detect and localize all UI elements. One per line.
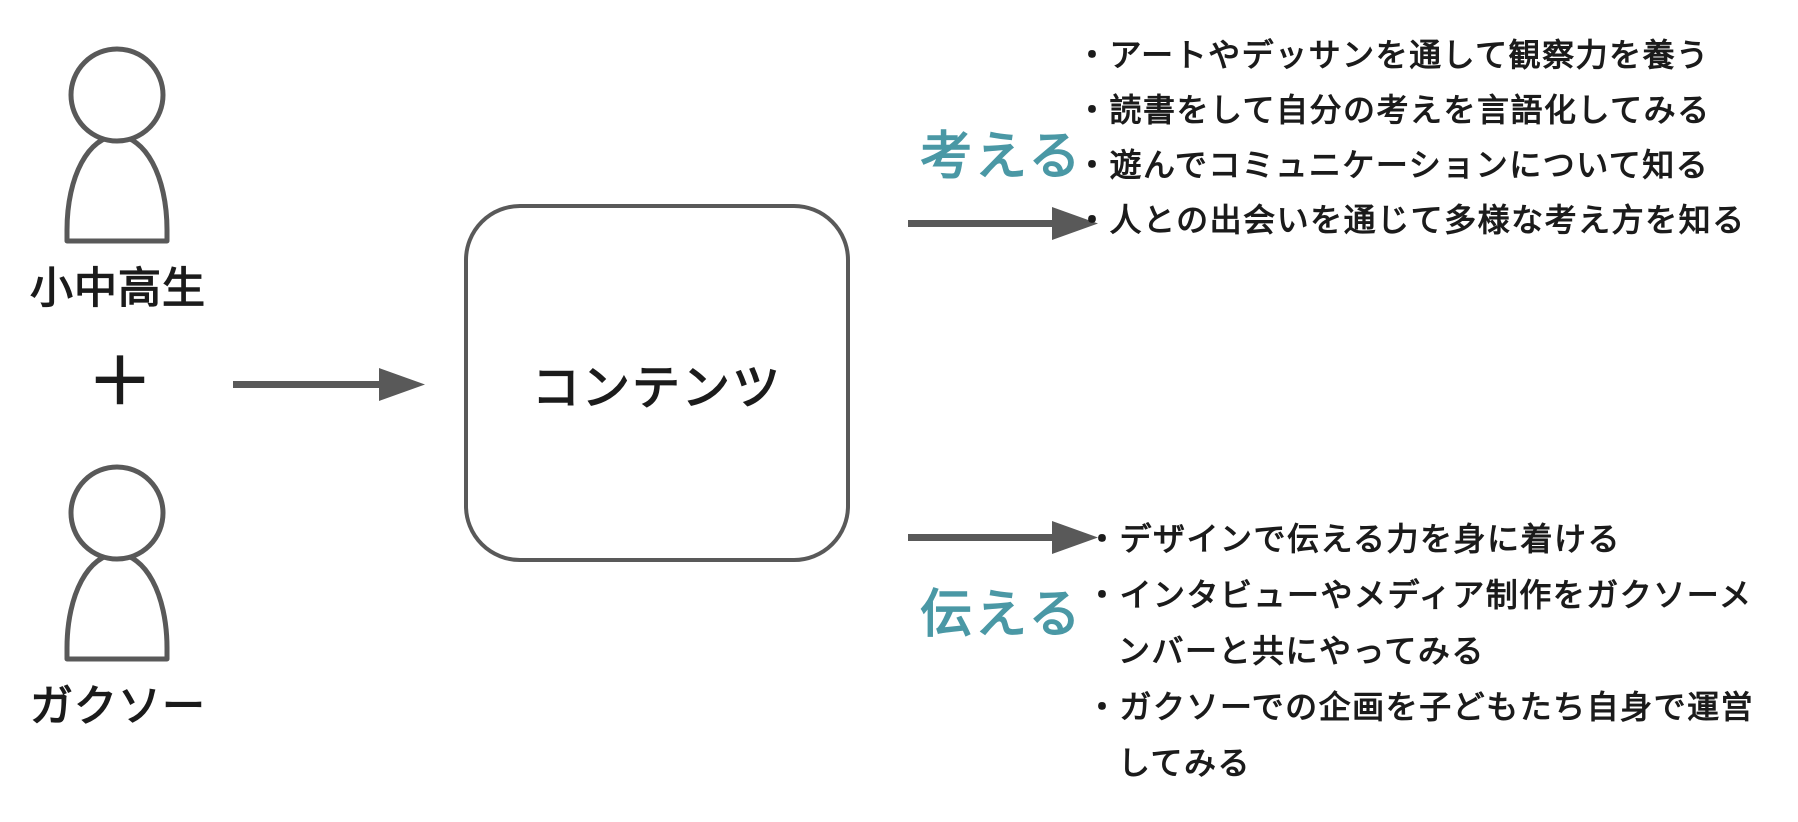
- contents-box: コンテンツ: [464, 204, 850, 562]
- arrow-right-icon: [908, 521, 1098, 554]
- gakuso-label: ガクソー: [30, 683, 206, 731]
- students-label: 小中高生: [30, 265, 206, 313]
- plus-sign: ＋: [88, 346, 152, 418]
- arrow-right-icon: [908, 207, 1098, 240]
- contents-box-label: コンテンツ: [531, 362, 782, 415]
- think-list: ・アートやデッサンを通して観察力を養う ・読書をして自分の考えを言語化してみる …: [1076, 28, 1752, 248]
- list-item: ・ガクソーでの企画を子どもたち自身で運営してみる: [1086, 689, 1755, 781]
- convey-label: 伝える: [920, 586, 1084, 644]
- person-icon: [64, 464, 170, 662]
- list-item: ・アートやデッサンを通して観察力を養う: [1076, 37, 1710, 73]
- list-item: ・読書をして自分の考えを言語化してみる: [1076, 92, 1711, 128]
- list-item: ・遊んでコミュニケーションについて知る: [1076, 147, 1710, 183]
- person-icon: [64, 46, 170, 244]
- think-label: 考える: [920, 128, 1084, 186]
- list-item: ・人との出会いを通じて多様な考え方を知る: [1076, 202, 1746, 238]
- arrow-right-icon: [233, 368, 425, 401]
- convey-list: ・デザインで伝える力を身に着ける ・インタビューやメディア制作をガクソーメンバー…: [1086, 511, 1762, 791]
- list-item: ・インタビューやメディア制作をガクソーメンバーと共にやってみる: [1086, 577, 1753, 669]
- list-item: ・デザインで伝える力を身に着ける: [1086, 521, 1622, 557]
